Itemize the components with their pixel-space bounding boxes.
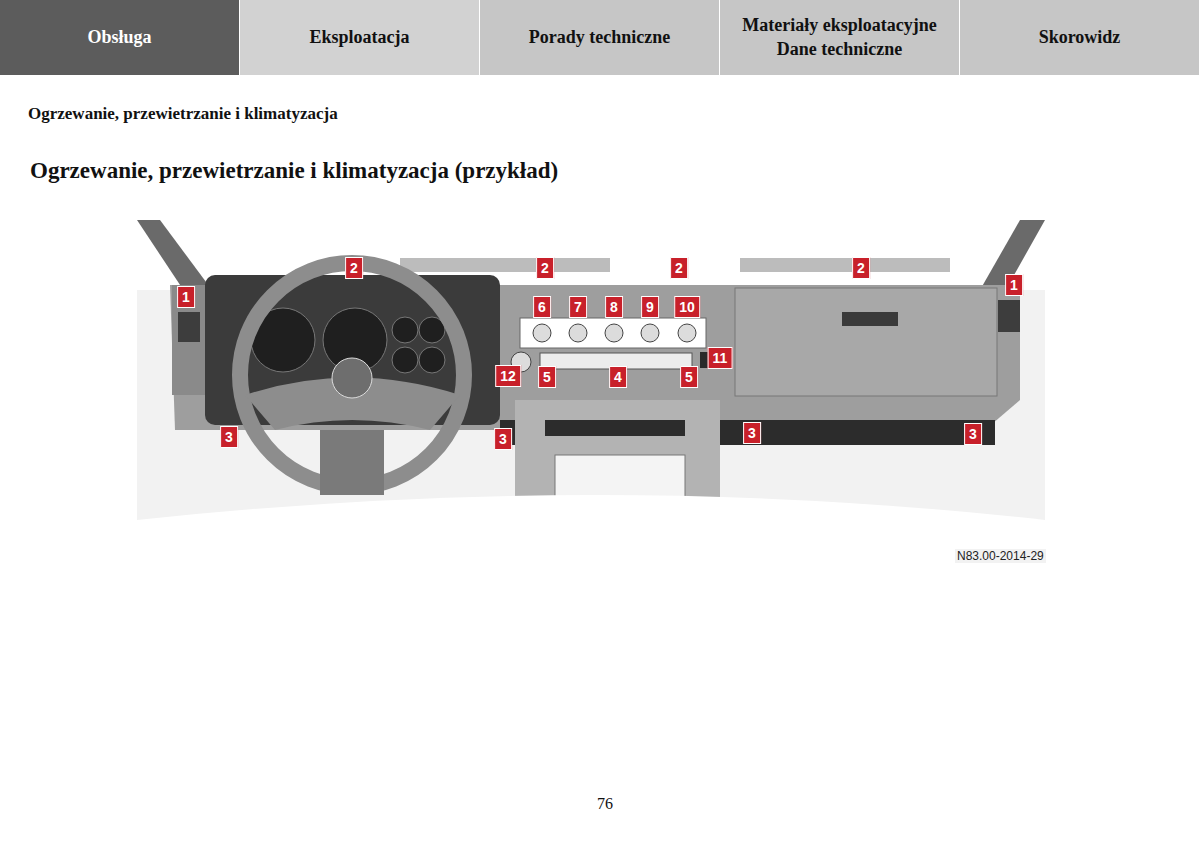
callout-number: 6 xyxy=(533,296,551,318)
wiper xyxy=(740,258,950,272)
tab-label: Porady techniczne xyxy=(529,26,670,49)
figure-code: N83.00-2014-29 xyxy=(955,549,1046,563)
callout-number: 12 xyxy=(495,365,521,387)
callout-number: 2 xyxy=(345,257,363,279)
tab-label: Skorowidz xyxy=(1039,26,1121,49)
gauge xyxy=(419,347,445,373)
callout-number: 1 xyxy=(1005,274,1023,296)
gauge xyxy=(392,347,418,373)
illustration-ground xyxy=(137,220,1045,562)
knob xyxy=(533,324,551,342)
callout-number: 9 xyxy=(641,296,659,318)
tab-label: Eksploatacja xyxy=(309,26,409,49)
tab-label: Obsługa xyxy=(87,26,151,49)
callout-number: 7 xyxy=(569,296,587,318)
wiper xyxy=(400,258,610,272)
callout-number: 2 xyxy=(536,257,554,279)
page-title: Ogrzewanie, przewietrzanie i klimatyzacj… xyxy=(30,158,558,184)
callout-number: 5 xyxy=(680,366,698,388)
section-tab: Materiały eksploatacyjne Dane techniczne xyxy=(720,0,960,75)
callout-number: 2 xyxy=(852,257,870,279)
callout-number: 10 xyxy=(674,296,700,318)
callout-number: 3 xyxy=(220,426,238,448)
side-vent xyxy=(998,300,1020,332)
glove-box xyxy=(735,288,997,396)
callout-number: 2 xyxy=(670,257,688,279)
steering-column xyxy=(320,430,384,495)
knob xyxy=(678,324,696,342)
wheel-hub xyxy=(332,358,372,398)
callout-number: 4 xyxy=(609,366,627,388)
page-number: 76 xyxy=(597,795,613,813)
gauge xyxy=(392,317,418,343)
callout-number: 11 xyxy=(708,347,733,369)
control-panel xyxy=(520,318,706,348)
knob xyxy=(569,324,587,342)
console-tray xyxy=(555,455,685,497)
callout-number: 8 xyxy=(605,296,623,318)
section-tab: Skorowidz xyxy=(960,0,1200,75)
section-header: Ogrzewanie, przewietrzanie i klimatyzacj… xyxy=(28,104,338,124)
console-slot xyxy=(545,420,685,436)
callout-number: 1 xyxy=(177,286,195,308)
tab-label: Materiały eksploatacyjne Dane techniczne xyxy=(728,14,951,61)
callout-number: 5 xyxy=(538,366,556,388)
knob xyxy=(605,324,623,342)
section-tab: Obsługa xyxy=(0,0,240,75)
callout-number: 3 xyxy=(494,428,512,450)
callout-number: 3 xyxy=(743,422,761,444)
callout-number: 3 xyxy=(964,423,982,445)
side-vent xyxy=(178,312,200,342)
floor xyxy=(137,495,1045,562)
knob xyxy=(641,324,659,342)
section-tab: Eksploatacja xyxy=(240,0,480,75)
section-tab: Porady techniczne xyxy=(480,0,720,75)
glove-box-handle xyxy=(842,312,898,326)
